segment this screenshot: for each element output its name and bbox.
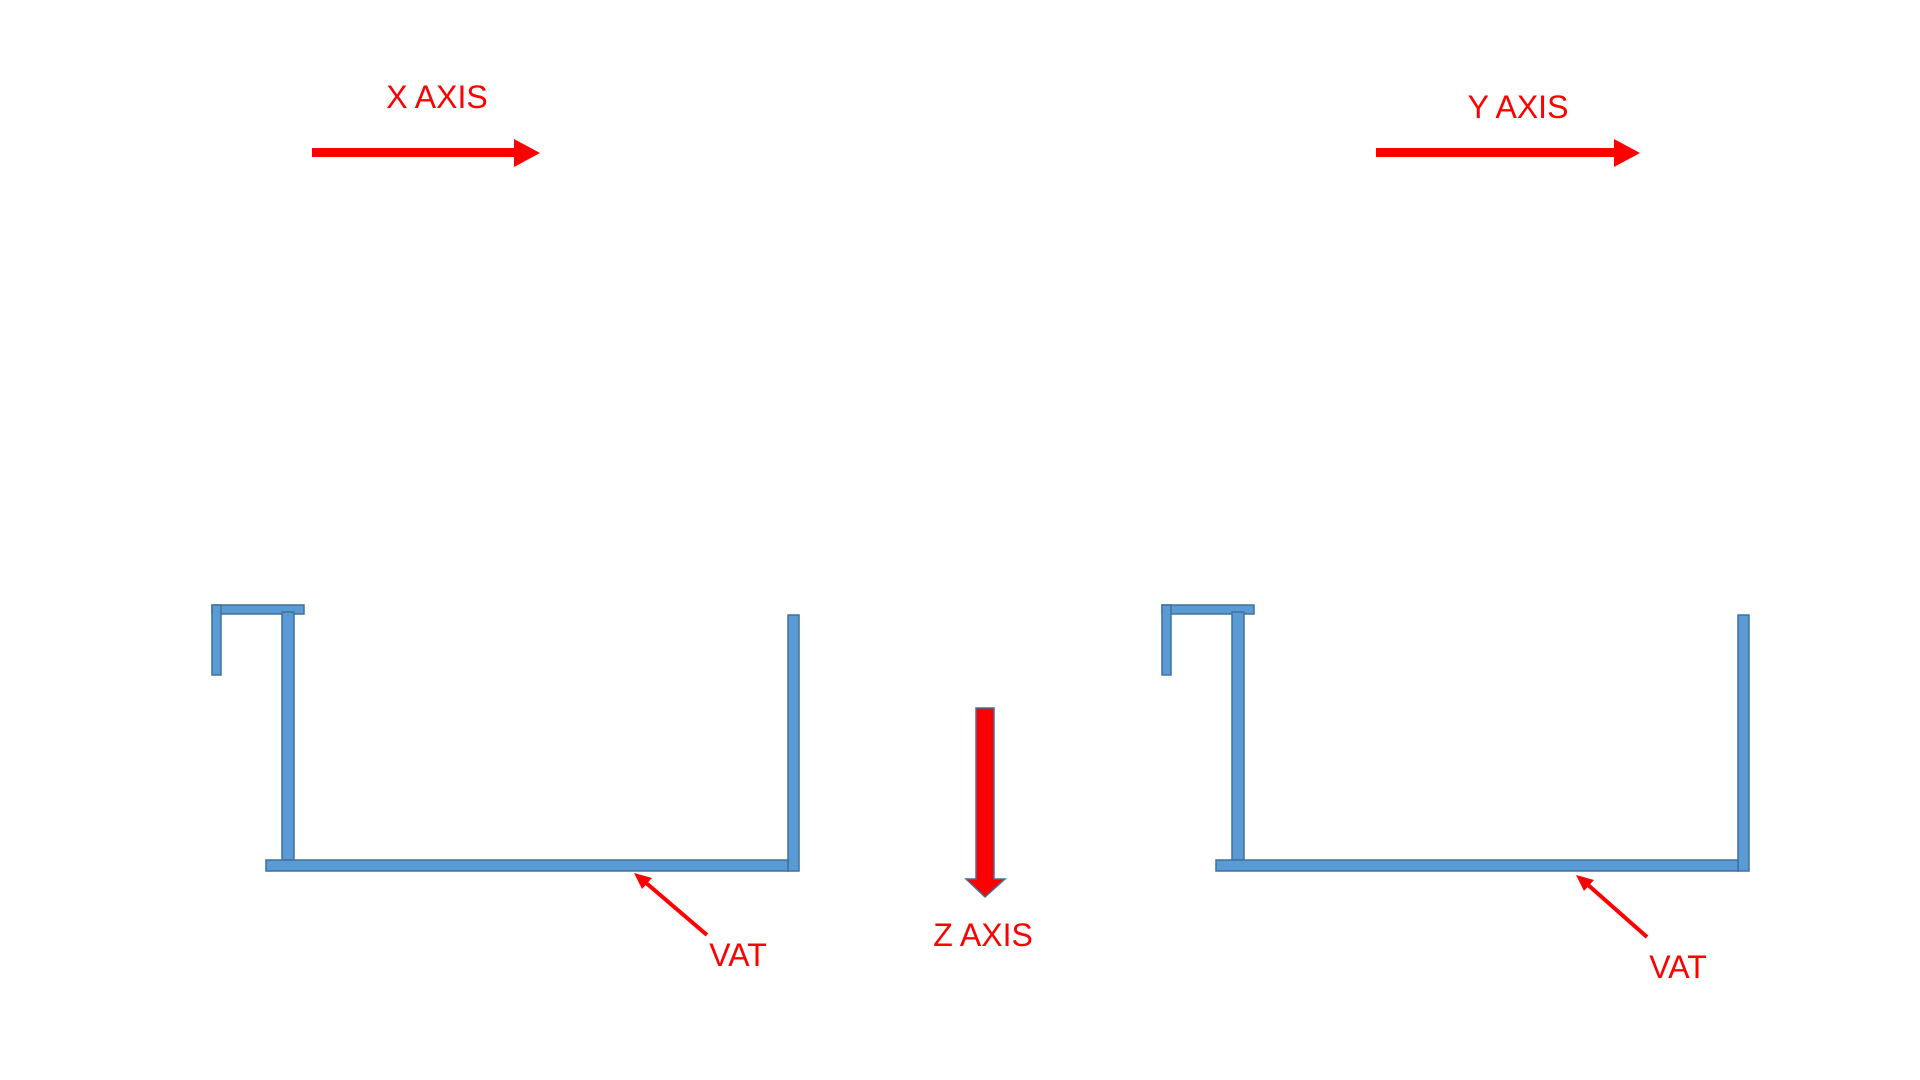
vat-right-callout: VAT [1576,875,1707,985]
y-axis-arrow [1376,139,1640,167]
vat-right-floor [1215,859,1739,872]
z-axis-arrow [964,707,1007,899]
vat-left-lip-hook [211,604,222,676]
x-axis-group: X AXIS [312,79,540,167]
vat-left-pointer-head [634,873,652,889]
vat-right-lip-hook [1161,604,1172,676]
vat-right-wall-right [1737,614,1750,872]
x-axis-arrow-head [514,139,540,167]
x-axis-label: X AXIS [386,79,487,115]
vat-left-pointer-line [643,880,709,937]
vat-left [211,604,800,872]
vat-left-floor [265,859,789,872]
y-axis-label: Y AXIS [1468,89,1569,125]
vat-left-label: VAT [709,937,766,973]
vat-left-wall-left [281,611,295,861]
vat-left-callout: VAT [634,873,767,973]
y-axis-arrow-head [1614,139,1640,167]
vat-right-wall-left [1231,611,1245,861]
vat-left-wall-right [787,614,800,872]
z-axis-group: Z AXIS [933,707,1033,953]
x-axis-arrow-shaft [312,148,516,157]
vat-right [1161,604,1750,872]
z-axis-label: Z AXIS [933,917,1033,953]
y-axis-group: Y AXIS [1376,89,1640,167]
vat-right-label: VAT [1649,949,1706,985]
vat-right-pointer-head [1576,875,1594,891]
x-axis-arrow [312,139,540,167]
vat-right-pointer-line [1585,882,1649,939]
y-axis-arrow-shaft [1376,148,1616,157]
